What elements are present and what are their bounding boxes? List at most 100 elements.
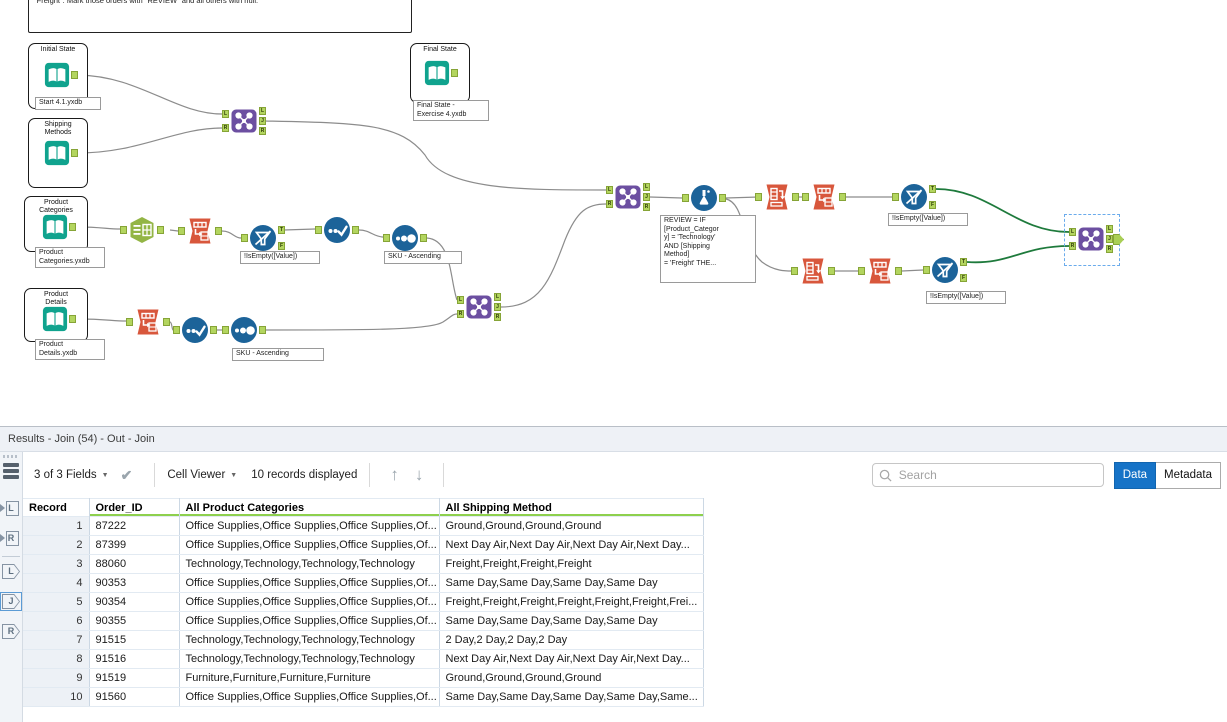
join-right-input-anchor[interactable]: R	[606, 200, 613, 208]
cell-viewer-dropdown[interactable]: Cell Viewer ▼	[167, 469, 237, 481]
record-number-cell[interactable]: 4	[23, 573, 90, 593]
input-anchor[interactable]	[682, 194, 689, 202]
join-left-input-anchor[interactable]: L	[1069, 228, 1076, 236]
join-right-input-anchor[interactable]: R	[457, 310, 464, 318]
output-anchor[interactable]	[895, 267, 902, 275]
comment-box[interactable]: Finally, combine both datastreams to fla…	[28, 0, 412, 33]
false-output-anchor[interactable]: F	[278, 242, 285, 250]
record-number-cell[interactable]: 5	[23, 592, 90, 612]
join-left-output-anchor[interactable]: L	[494, 293, 501, 301]
data-cell[interactable]: Technology,Technology,Technology,Technol…	[179, 649, 440, 669]
record-number-cell[interactable]: 10	[23, 687, 90, 707]
data-cell[interactable]: 87399	[89, 535, 180, 555]
join-right-output-anchor[interactable]: R	[494, 313, 501, 321]
crosstab-tool-bottom[interactable]	[858, 257, 902, 285]
data-cell[interactable]: 91560	[89, 687, 180, 707]
filter-tool-top[interactable]: T F	[892, 183, 936, 211]
join-left-input-anchor[interactable]: L	[606, 186, 613, 194]
data-cell[interactable]: Freight,Freight,Freight,Freight	[439, 554, 704, 574]
tab-metadata[interactable]: Metadata	[1156, 461, 1221, 489]
data-cell[interactable]: Office Supplies,Office Supplies,Office S…	[179, 592, 440, 612]
input-anchor[interactable]	[755, 193, 762, 201]
data-cell[interactable]: Office Supplies,Office Supplies,Office S…	[179, 573, 440, 593]
annotation-sort-details[interactable]: SKU - Ascending	[232, 348, 324, 361]
arrow-down-icon[interactable]: ↓	[414, 465, 424, 484]
data-cell[interactable]: Office Supplies,Office Supplies,Office S…	[179, 687, 440, 707]
annotation-final-state-yxdb[interactable]: Final State - Exercise 4.yxdb	[413, 100, 489, 121]
false-output-anchor[interactable]: F	[960, 274, 967, 282]
input-anchor[interactable]	[126, 318, 133, 326]
annotation-product-categories-yxdb[interactable]: Product Categories.yxdb	[35, 247, 105, 268]
output-anchor-button-left[interactable]: L	[2, 564, 20, 579]
input-data-tool-final-state[interactable]	[424, 60, 458, 86]
join-left-output-anchor[interactable]: L	[643, 183, 650, 191]
record-number-cell[interactable]: 1	[23, 516, 90, 536]
input-anchor-button-left[interactable]: L	[0, 501, 20, 516]
column-header[interactable]: All Product Categories	[179, 498, 440, 517]
input-anchor[interactable]	[315, 226, 322, 234]
join-join-output-anchor[interactable]: J	[494, 303, 501, 311]
workflow-canvas[interactable]: Finally, combine both datastreams to fla…	[0, 0, 1227, 426]
join-right-output-anchor[interactable]: R	[1106, 245, 1113, 253]
input-data-tool-initial-state[interactable]	[44, 62, 78, 88]
data-cell[interactable]: 91516	[89, 649, 180, 669]
filter-tool-bottom[interactable]: T F	[923, 256, 967, 284]
output-anchor-button-join-selected[interactable]: J	[0, 592, 22, 611]
output-anchor[interactable]	[719, 194, 726, 202]
join-tool-final-selected[interactable]: L R L J R	[1069, 225, 1124, 253]
input-anchor[interactable]	[892, 193, 899, 201]
input-anchor[interactable]	[178, 227, 185, 235]
input-data-tool-product-details[interactable]	[42, 306, 76, 332]
output-anchor[interactable]	[69, 223, 76, 231]
annotation-formula[interactable]: REVIEW = IF [Product_Categor y] = 'Techn…	[660, 215, 756, 283]
data-cell[interactable]: 2 Day,2 Day,2 Day,2 Day	[439, 630, 704, 650]
input-data-tool-product-categories[interactable]	[42, 214, 76, 240]
data-cell[interactable]: 90353	[89, 573, 180, 593]
search-input[interactable]	[896, 467, 1097, 483]
input-anchor[interactable]	[241, 234, 248, 242]
output-anchor[interactable]	[71, 149, 78, 157]
input-anchor[interactable]	[222, 326, 229, 334]
drag-grip[interactable]	[3, 455, 19, 458]
record-number-cell[interactable]: 6	[23, 611, 90, 631]
true-output-anchor[interactable]: T	[929, 185, 936, 193]
join-right-input-anchor[interactable]: R	[222, 124, 229, 132]
true-output-anchor[interactable]: T	[278, 226, 285, 234]
output-anchor[interactable]	[259, 326, 266, 334]
output-anchor[interactable]	[420, 234, 427, 242]
output-anchor[interactable]	[792, 193, 799, 201]
table-view-icon[interactable]	[3, 463, 19, 481]
data-cell[interactable]: Technology,Technology,Technology,Technol…	[179, 554, 440, 574]
fields-dropdown[interactable]: 3 of 3 Fields ▼	[34, 469, 109, 481]
column-header[interactable]: All Shipping Method	[439, 498, 704, 517]
join-tool-2[interactable]: L R L J R	[457, 293, 501, 321]
join-left-input-anchor[interactable]: L	[222, 110, 229, 118]
output-anchor[interactable]	[828, 267, 835, 275]
record-number-cell[interactable]: 9	[23, 668, 90, 688]
filter-tool-categories[interactable]: T F	[241, 224, 285, 252]
join-right-output-anchor[interactable]: R	[259, 127, 266, 135]
output-anchor[interactable]	[210, 326, 217, 334]
record-number-cell[interactable]: 8	[23, 649, 90, 669]
column-header[interactable]: Order_ID	[89, 498, 180, 517]
annotation-sort-categories[interactable]: SKU - Ascending	[384, 251, 462, 264]
output-anchor[interactable]	[451, 69, 458, 77]
record-number-cell[interactable]: 3	[23, 554, 90, 574]
transpose-tool-bottom[interactable]	[791, 257, 835, 285]
input-anchor[interactable]	[120, 226, 127, 234]
data-cell[interactable]: Next Day Air,Next Day Air,Next Day Air,N…	[439, 535, 704, 555]
data-cell[interactable]: 87222	[89, 516, 180, 536]
formula-tool[interactable]	[682, 184, 726, 212]
output-anchor[interactable]	[352, 226, 359, 234]
